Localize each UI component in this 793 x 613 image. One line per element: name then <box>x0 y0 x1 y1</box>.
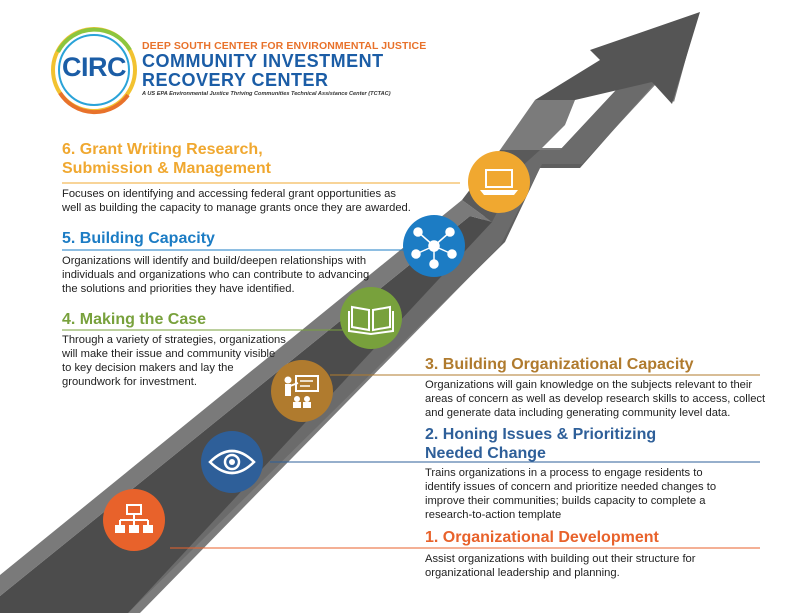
step-circle-4 <box>340 287 402 349</box>
network-icon <box>411 227 457 269</box>
step4-text-line: to key decision makers and lay the <box>62 362 234 374</box>
logo-tagline: A US EPA Environmental Justice Thriving … <box>142 91 391 97</box>
step2-text-line: improve their communities; builds capaci… <box>425 495 706 507</box>
step2-title: 2. Honing Issues & Prioritizing Needed C… <box>425 425 656 463</box>
step5-description: Organizations will identify and build/de… <box>62 254 369 296</box>
step5-text-line: the solutions and priorities they have i… <box>62 283 295 295</box>
circ-logo <box>51 27 137 115</box>
step6-text-line: Focuses on identifying and accessing fed… <box>62 188 396 200</box>
step5-title: 5. Building Capacity <box>62 230 215 247</box>
step5-text-line: Organizations will identify and build/de… <box>62 255 367 267</box>
step-circle-6 <box>468 151 530 213</box>
step6-description: Focuses on identifying and accessing fed… <box>62 187 411 215</box>
step4-text-line: will make their issue and community visi… <box>62 348 276 360</box>
circ-logo-text: CIRC <box>62 52 127 82</box>
step6-title-line1: 6. Grant Writing Research, <box>62 141 263 158</box>
step2-text-line: research-to-action template <box>425 509 562 521</box>
step3-text-line: areas of concern as well as develop rese… <box>425 393 766 405</box>
step5-text-line: individuals and organizations who can co… <box>62 269 370 281</box>
logo-name-line1: COMMUNITY INVESTMENT <box>142 51 384 71</box>
step2-text-line: Trains organizations in a process to eng… <box>425 467 703 479</box>
open-book-icon <box>348 305 394 336</box>
laptop-icon <box>480 169 518 195</box>
eye-icon <box>208 449 256 475</box>
step2-description: Trains organizations in a process to eng… <box>425 466 716 522</box>
step2-text-line: identify issues of concern and prioritiz… <box>425 481 717 493</box>
step2-title-line2: Needed Change <box>425 445 546 462</box>
presentation-icon <box>284 375 319 408</box>
step3-title: 3. Building Organizational Capacity <box>425 356 694 373</box>
step2-title-line1: 2. Honing Issues & Prioritizing <box>425 426 657 443</box>
step-circle-5 <box>403 215 465 277</box>
step6-title: 6. Grant Writing Research, Submission & … <box>62 140 271 178</box>
step4-text-line: groundwork for investment. <box>62 376 197 388</box>
step4-description: Through a variety of strategies, organiz… <box>62 333 286 389</box>
step3-description: Organizations will gain knowledge on the… <box>425 378 765 420</box>
org-chart-icon <box>115 504 153 533</box>
step1-description: Assist organizations with building out t… <box>425 552 696 580</box>
step3-text-line: and generate data including generating c… <box>425 407 731 419</box>
step4-title: 4. Making the Case <box>62 311 207 328</box>
step6-title-line2: Submission & Management <box>62 160 271 177</box>
step1-text-line: organizational leadership and planning. <box>425 567 620 579</box>
logo-org: DEEP SOUTH CENTER FOR ENVIRONMENTAL JUST… <box>142 40 427 52</box>
logo-name-line2: RECOVERY CENTER <box>142 70 329 90</box>
step1-title: 1. Organizational Development <box>425 529 659 546</box>
step4-text-line: Through a variety of strategies, organiz… <box>62 334 286 346</box>
step-circle-1 <box>103 489 165 551</box>
step-circle-2 <box>201 431 263 493</box>
step3-text-line: Organizations will gain knowledge on the… <box>425 379 753 391</box>
logo-wordmark: DEEP SOUTH CENTER FOR ENVIRONMENTAL JUST… <box>142 40 426 97</box>
step-circle-3 <box>271 360 333 422</box>
step6-text-line: well as building the capacity to manage … <box>62 202 411 214</box>
step1-text-line: Assist organizations with building out t… <box>425 553 696 565</box>
